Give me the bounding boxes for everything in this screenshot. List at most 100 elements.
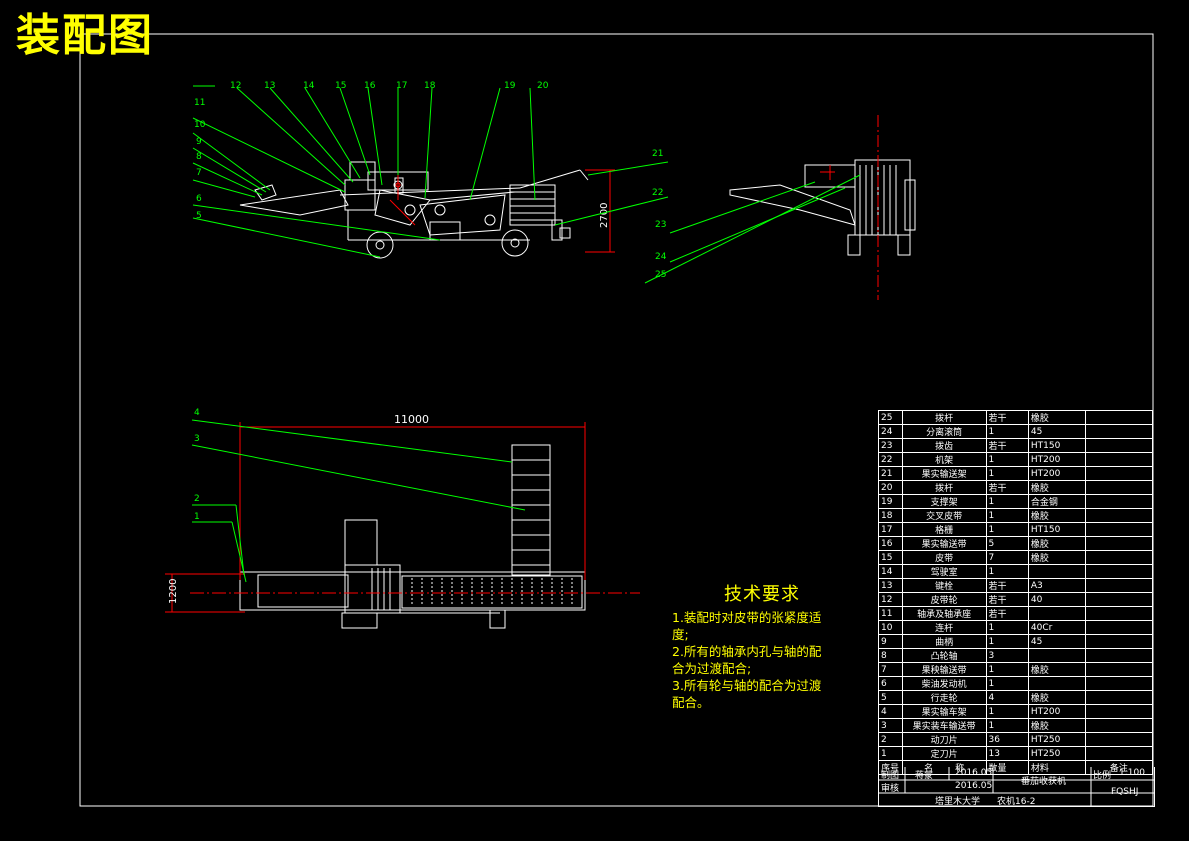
bom-index: 18 <box>878 508 903 523</box>
bom-header-name-part1: 名 <box>924 764 934 774</box>
bom-quantity: 7 <box>985 550 1029 565</box>
bom-remark <box>1084 648 1154 663</box>
callout-20: 20 <box>537 81 549 91</box>
bom-header-row: 序号名称数量材料备注 <box>878 760 1154 775</box>
tb-drawing-code: FQSHJ <box>1111 787 1139 797</box>
callout-22: 22 <box>652 188 663 198</box>
bom-quantity: 若干 <box>985 480 1029 495</box>
bom-part-name: 拨杆 <box>901 410 987 425</box>
top-view-conveyor-ribs <box>411 578 573 606</box>
bom-material: 橡胶 <box>1027 550 1086 565</box>
bom-material: 橡胶 <box>1027 690 1086 705</box>
bom-remark <box>1084 466 1154 481</box>
callout-3: 3 <box>194 434 200 444</box>
callout-11: 11 <box>194 98 205 108</box>
bom-material <box>1027 676 1086 691</box>
technical-requirements-heading: 技术要求 <box>724 584 800 605</box>
callout-17: 17 <box>396 81 407 91</box>
bom-header-quantity: 数量 <box>985 760 1029 775</box>
dimension-1200-label: 1200 <box>168 579 179 604</box>
bom-quantity: 1 <box>985 508 1029 523</box>
bom-material: 橡胶 <box>1027 536 1086 551</box>
bom-remark <box>1084 690 1154 705</box>
tb-school: 塔里木大学 <box>935 797 981 807</box>
bom-index: 5 <box>878 690 903 705</box>
dimension-11000-label: 11000 <box>394 413 429 426</box>
bom-index: 13 <box>878 578 903 593</box>
bom-index: 8 <box>878 648 903 663</box>
bom-part-name: 轴承及轴承座 <box>901 606 987 621</box>
callout-12: 12 <box>230 81 241 91</box>
bom-index: 11 <box>878 606 903 621</box>
bom-part-name: 连杆 <box>901 620 987 635</box>
bom-quantity: 1 <box>985 718 1029 733</box>
callout-16: 16 <box>364 81 376 91</box>
bom-remark <box>1084 494 1154 509</box>
bom-quantity: 13 <box>985 746 1029 761</box>
bom-part-name: 拨杆 <box>901 480 987 495</box>
bom-quantity: 1 <box>985 634 1029 649</box>
bom-quantity: 1 <box>985 466 1029 481</box>
bom-material: 合金钢 <box>1027 494 1086 509</box>
bom-material <box>1027 564 1086 579</box>
bom-part-name: 皮带轮 <box>901 592 987 607</box>
bom-quantity: 若干 <box>985 438 1029 453</box>
top-view-dimensions <box>165 422 640 613</box>
bom-material: HT250 <box>1027 746 1086 761</box>
side-view-leaders <box>192 85 669 258</box>
callout-18: 18 <box>424 81 436 91</box>
bom-part-name: 交叉皮带 <box>901 508 987 523</box>
drawing-title: 装配图 <box>16 10 154 61</box>
bom-material <box>1027 606 1086 621</box>
bom-quantity: 若干 <box>985 592 1029 607</box>
bom-material: 45 <box>1027 634 1086 649</box>
bom-index: 12 <box>878 592 903 607</box>
bom-remark <box>1084 564 1154 579</box>
drawing-frame <box>79 33 1154 807</box>
bom-part-name: 支撑架 <box>901 494 987 509</box>
bom-part-name: 果实输送架 <box>901 466 987 481</box>
tb-scale-value: 1:100 <box>1119 768 1145 778</box>
callout-7: 7 <box>196 168 202 178</box>
tech-line-3: 2.所有的轴承内孔与轴的配 <box>672 644 822 659</box>
side-view <box>239 161 589 259</box>
front-view-leaders <box>644 174 861 284</box>
callout-23: 23 <box>655 220 666 230</box>
bom-material: 45 <box>1027 424 1086 439</box>
bom-index: 22 <box>878 452 903 467</box>
bom-index: 16 <box>878 536 903 551</box>
callout-15: 15 <box>335 81 346 91</box>
bom-index: 15 <box>878 550 903 565</box>
bom-index: 19 <box>878 494 903 509</box>
bom-material: 橡胶 <box>1027 508 1086 523</box>
bom-index: 23 <box>878 438 903 453</box>
callout-2: 2 <box>194 494 200 504</box>
bom-quantity: 4 <box>985 690 1029 705</box>
bom-quantity: 1 <box>985 620 1029 635</box>
tb-drawn-date: 2016.05 <box>955 768 993 778</box>
bom-index: 25 <box>878 410 903 425</box>
front-view <box>729 159 916 256</box>
bom-material: 橡胶 <box>1027 718 1086 733</box>
callout-19: 19 <box>504 81 516 91</box>
bom-quantity: 1 <box>985 564 1029 579</box>
bom-quantity: 1 <box>985 704 1029 719</box>
bom-remark <box>1084 662 1154 677</box>
callout-13: 13 <box>264 81 275 91</box>
bom-part-name: 果实输车架 <box>901 704 987 719</box>
bom-quantity: 5 <box>985 536 1029 551</box>
callout-9: 9 <box>196 137 202 147</box>
